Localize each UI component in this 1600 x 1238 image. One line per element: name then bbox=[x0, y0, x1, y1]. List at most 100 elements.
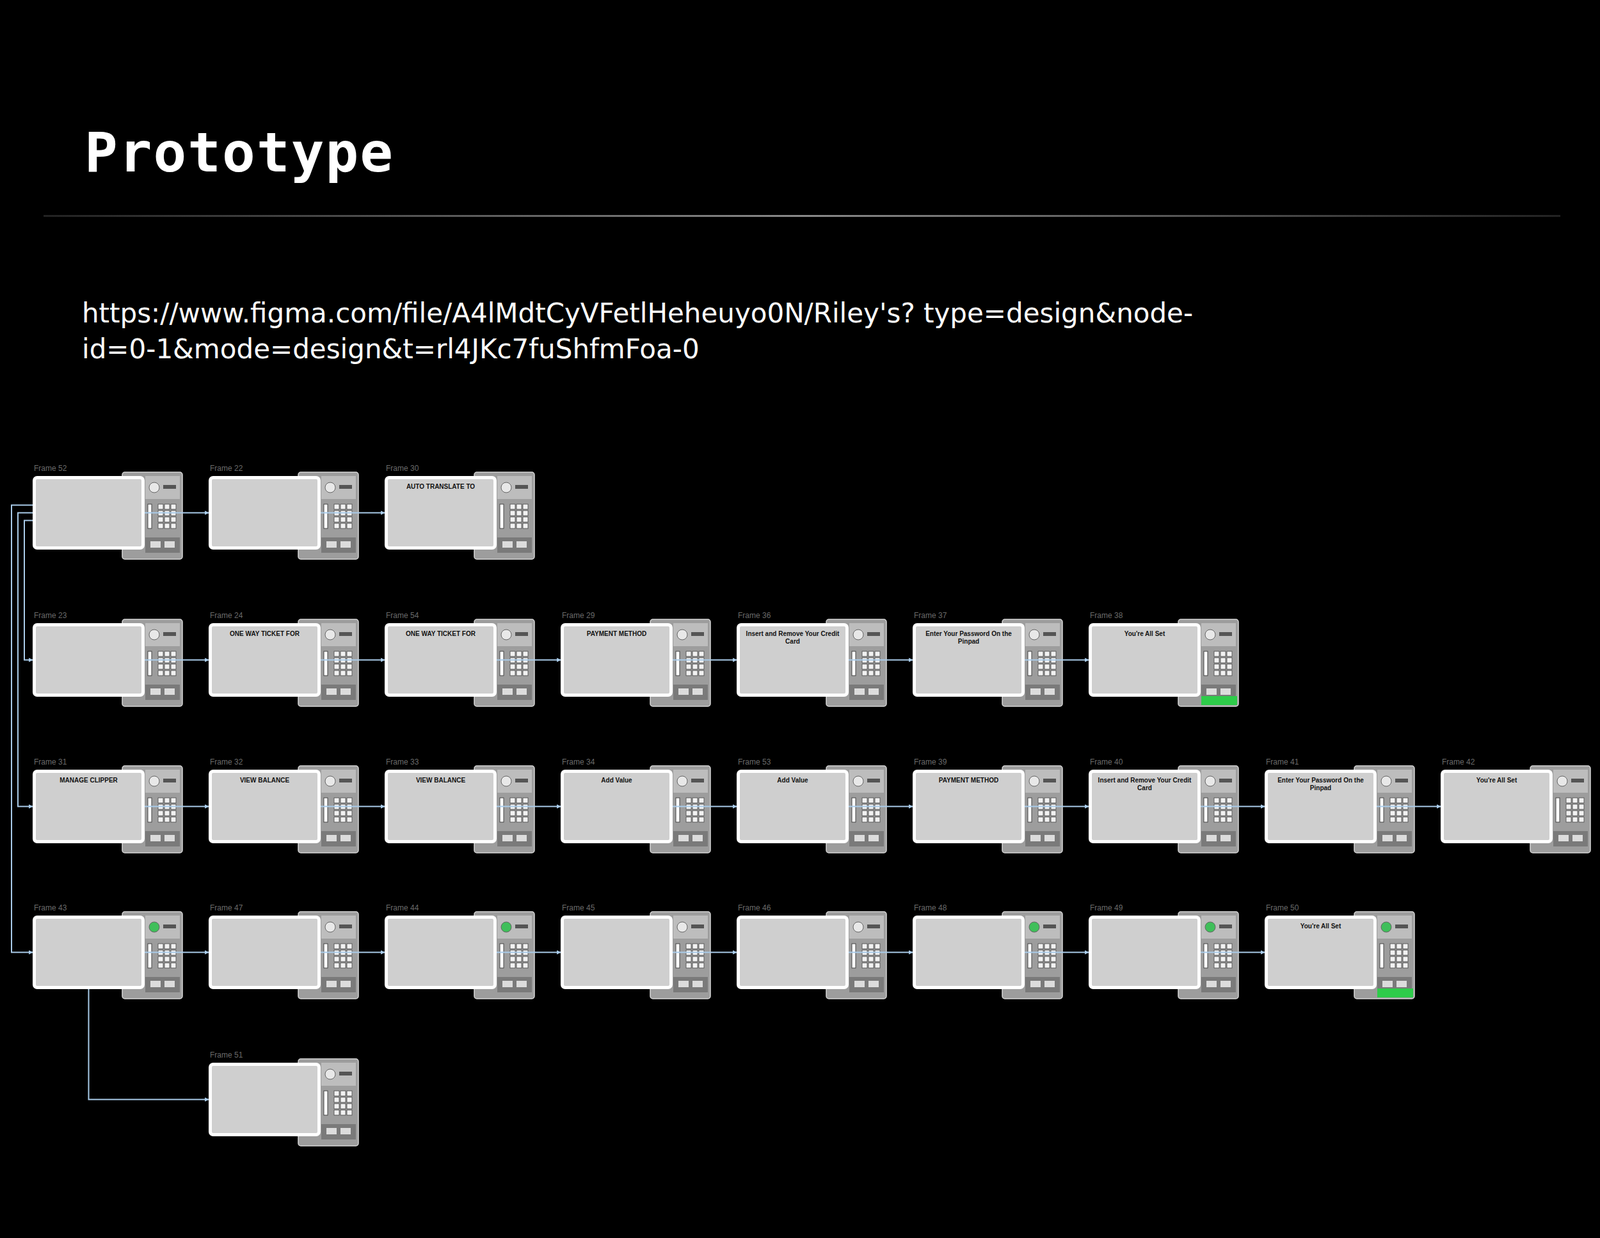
prototype-frame: Frame 29PAYMENT METHOD bbox=[560, 623, 673, 697]
screen-heading: Enter Your Password On the Pinpad bbox=[1272, 776, 1369, 793]
figma-link: https://www.figma.com/file/A4lMdtCyVFetl… bbox=[81, 295, 1202, 368]
frame-name: Frame 41 bbox=[1265, 757, 1299, 767]
flow-connector bbox=[496, 659, 561, 662]
flow-connector bbox=[848, 952, 913, 954]
frame-name: Frame 34 bbox=[561, 757, 595, 767]
frame-name: Frame 53 bbox=[737, 757, 771, 767]
prototype-frame: Frame 53Add Value bbox=[736, 769, 849, 844]
flow-connector bbox=[1024, 659, 1089, 662]
frame-name: Frame 46 bbox=[737, 903, 771, 913]
flow-connector bbox=[144, 512, 209, 514]
prototype-frame: Frame 45 bbox=[560, 915, 673, 990]
flow-connector bbox=[144, 659, 209, 662]
flow-connector bbox=[17, 513, 33, 808]
prototype-frame: Frame 42You're All Set bbox=[1440, 769, 1553, 844]
frame-name: Frame 54 bbox=[385, 611, 419, 621]
screen-heading: VIEW BALANCE bbox=[392, 776, 489, 785]
prototype-frame: Frame 46 bbox=[736, 915, 849, 990]
flow-connector bbox=[496, 952, 561, 954]
prototype-frame: Frame 41Enter Your Password On the Pinpa… bbox=[1264, 769, 1377, 844]
frame-name: Frame 37 bbox=[913, 611, 947, 621]
screen-heading: MANAGE CLIPPER bbox=[40, 776, 137, 785]
prototype-frame: Frame 54ONE WAY TICKET FOR bbox=[384, 623, 497, 697]
prototype-frame: Frame 36Insert and Remove Your Credit Ca… bbox=[736, 623, 849, 697]
frame-name: Frame 44 bbox=[385, 903, 419, 913]
screen-heading: You're All Set bbox=[1096, 630, 1193, 639]
prototype-frame: Frame 47 bbox=[208, 915, 321, 990]
screen-heading: You're All Set bbox=[1272, 922, 1369, 931]
screen-heading: Insert and Remove Your Credit Card bbox=[1096, 776, 1193, 793]
frame-name: Frame 43 bbox=[33, 903, 67, 913]
flow-connector bbox=[320, 512, 385, 514]
flow-connector bbox=[144, 952, 209, 954]
kiosk-group bbox=[122, 472, 1591, 1147]
frame-name: Frame 22 bbox=[209, 464, 243, 473]
prototype-frame: Frame 38You're All Set bbox=[1088, 623, 1201, 697]
flow-connector bbox=[1024, 806, 1089, 808]
frame-name: Frame 50 bbox=[1265, 903, 1299, 913]
screen-heading: You're All Set bbox=[1448, 776, 1545, 785]
prototype-frame: Frame 23 bbox=[32, 623, 145, 697]
flow-connector bbox=[11, 505, 33, 953]
frame-name: Frame 51 bbox=[209, 1050, 243, 1060]
screen-heading: PAYMENT METHOD bbox=[568, 630, 665, 639]
status-bar bbox=[1201, 696, 1238, 706]
flow-connector bbox=[1376, 806, 1441, 808]
prototype-frame: Frame 51 bbox=[208, 1063, 321, 1137]
frame-name: Frame 42 bbox=[1441, 757, 1475, 767]
title-rule bbox=[43, 215, 1561, 217]
status-bar bbox=[1377, 988, 1414, 998]
flow-connector bbox=[848, 659, 913, 662]
screen-heading: Add Value bbox=[568, 776, 665, 785]
screen-heading: AUTO TRANSLATE TO bbox=[392, 483, 489, 491]
frame-name: Frame 49 bbox=[1089, 903, 1123, 913]
prototype-frame: Frame 39PAYMENT METHOD bbox=[912, 769, 1025, 844]
slide-title: Prototype bbox=[84, 120, 395, 185]
prototype-frame: Frame 24ONE WAY TICKET FOR bbox=[208, 623, 321, 697]
flow-connector bbox=[88, 989, 210, 1101]
frame-name: Frame 40 bbox=[1089, 757, 1123, 767]
prototype-frame: Frame 50You're All Set bbox=[1264, 915, 1377, 990]
flow-connector bbox=[1200, 952, 1265, 954]
prototype-frame: Frame 44 bbox=[384, 915, 497, 990]
screen-heading: PAYMENT METHOD bbox=[920, 776, 1017, 785]
frame-name: Frame 24 bbox=[209, 611, 243, 621]
prototype-frame: Frame 52 bbox=[32, 476, 145, 550]
frame-name: Frame 45 bbox=[561, 903, 595, 913]
flow-connector bbox=[672, 806, 737, 808]
prototype-frame: Frame 32VIEW BALANCE bbox=[208, 769, 321, 844]
frame-name: Frame 23 bbox=[33, 611, 67, 621]
prototype-frame: Frame 49 bbox=[1088, 915, 1201, 990]
frame-name: Frame 33 bbox=[385, 757, 419, 767]
prototype-frame: Frame 34Add Value bbox=[560, 769, 673, 844]
prototype-frame: Frame 30AUTO TRANSLATE TO bbox=[384, 476, 497, 550]
screen-heading: Enter Your Password On the Pinpad bbox=[920, 630, 1017, 646]
frame-name: Frame 36 bbox=[737, 611, 771, 621]
prototype-frame: Frame 37Enter Your Password On the Pinpa… bbox=[912, 623, 1025, 697]
prototype-frame: Frame 33VIEW BALANCE bbox=[384, 769, 497, 844]
prototype-frame: Frame 31MANAGE CLIPPER bbox=[32, 769, 145, 844]
flow-connector bbox=[848, 806, 913, 808]
frame-name: Frame 39 bbox=[913, 757, 947, 767]
flow-connector bbox=[1024, 952, 1089, 954]
frame-name: Frame 48 bbox=[913, 903, 947, 913]
flow-connector bbox=[672, 952, 737, 954]
frame-name: Frame 29 bbox=[561, 611, 595, 621]
prototype-frame: Frame 40Insert and Remove Your Credit Ca… bbox=[1088, 769, 1201, 844]
prototype-frame: Frame 43 bbox=[32, 915, 145, 990]
flow-connector bbox=[144, 806, 209, 808]
flow-connector bbox=[496, 806, 561, 808]
flow-connector bbox=[1200, 806, 1265, 808]
frame-name: Frame 52 bbox=[33, 464, 67, 473]
flow-connector bbox=[320, 659, 385, 662]
screen-heading: ONE WAY TICKET FOR bbox=[392, 630, 489, 639]
frame-name: Frame 30 bbox=[385, 464, 419, 473]
frame-name: Frame 47 bbox=[209, 903, 243, 913]
prototype-frame: Frame 48 bbox=[912, 915, 1025, 990]
screen-heading: VIEW BALANCE bbox=[216, 776, 313, 785]
prototype-frame: Frame 22 bbox=[208, 476, 321, 550]
screen-heading: Insert and Remove Your Credit Card bbox=[744, 630, 841, 646]
screen-heading: Add Value bbox=[744, 776, 841, 785]
flow-connector bbox=[320, 806, 385, 808]
